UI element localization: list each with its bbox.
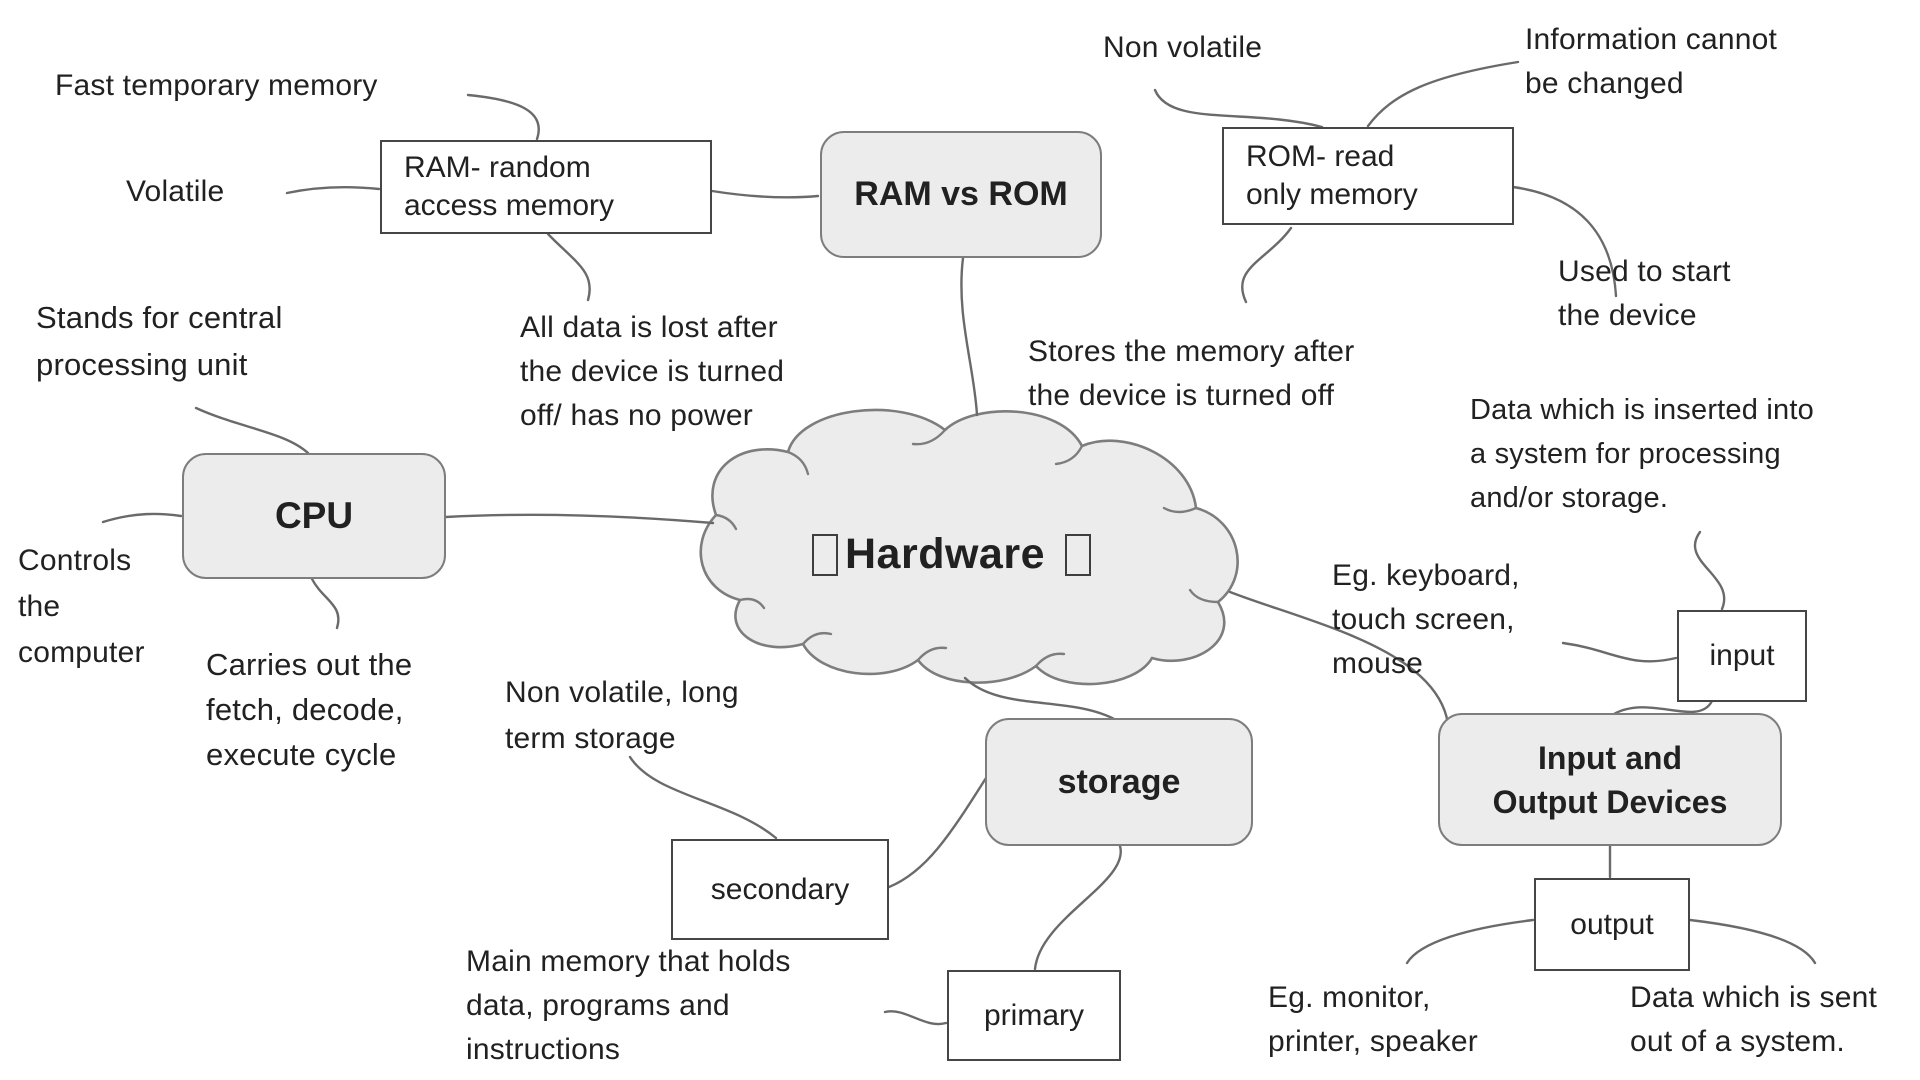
connector-secondary-to-storage (887, 776, 988, 889)
cloud-hook (911, 428, 947, 446)
connector-ram-to-ram-vs-rom (710, 189, 820, 199)
annotation-all-data-lost: All data is lost after the device is tur… (520, 311, 785, 432)
annotation-non-volatile-rom: Non volatile (1103, 31, 1263, 64)
annotation-eg-monitor: Eg. monitor, printer, speaker (1268, 981, 1478, 1058)
annotation-data-sent: Data which is sent out of a system. (1630, 981, 1878, 1058)
connector-output-to-data-sent (1688, 918, 1817, 965)
connector-cpu-to-carries-out (310, 577, 340, 630)
connector-info-cannot-to-rom (1366, 60, 1520, 128)
node-input-output-devices: Input and Output Devices (1438, 713, 1782, 846)
central-label-text: Hardware (845, 530, 1045, 578)
connector-storage-to-primary (1033, 844, 1122, 971)
annotation-carries-out-cycle: Carries out the fetch, decode, execute c… (206, 647, 413, 772)
node-cpu: CPU (182, 453, 446, 579)
connector-ram-to-all-data-lost (546, 232, 591, 302)
node-ram-vs-rom: RAM vs ROM (820, 131, 1102, 258)
central-hardware-label: Hardware (812, 530, 1091, 579)
annotation-non-volatile-storage: Non volatile, long term storage (505, 676, 739, 755)
annotation-controls-the-computer: Controls the computer (18, 544, 145, 669)
annotation-volatile: Volatile (126, 175, 225, 208)
connector-non-volatile-to-secondary (628, 755, 778, 840)
cloud-hook (801, 631, 833, 646)
connector-data-inserted-to-input (1693, 530, 1726, 611)
node-secondary: secondary (671, 839, 889, 940)
connector-controls-to-cpu (101, 512, 183, 524)
annotation-main-memory: Main memory that holds data, programs an… (466, 945, 791, 1066)
cloud-hook (1054, 444, 1084, 466)
cloud-hook (714, 513, 738, 531)
connector-cpu-to-cloud (444, 513, 715, 525)
node-ram: RAM- random access memory (380, 140, 712, 234)
annotation-stands-for-cpu: Stands for central processing unit (36, 300, 283, 382)
connector-rom-to-stores-memory (1241, 226, 1293, 304)
connector-input-to-io (1612, 699, 1714, 716)
cloud-hook (738, 597, 766, 610)
connector-eg-keyboard-to-input (1561, 641, 1678, 663)
cloud-hook (786, 450, 810, 476)
node-primary: primary (947, 970, 1121, 1061)
node-input: input (1677, 610, 1807, 702)
connector-non-volatile-to-rom (1153, 88, 1324, 129)
connector-volatile-to-ram (285, 185, 381, 195)
cloud-hook (1188, 588, 1220, 604)
annotation-data-inserted: Data which is inserted into a system for… (1470, 394, 1814, 514)
missing-glyph-icon (812, 533, 838, 576)
annotation-eg-keyboard: Eg. keyboard, touch screen, mouse (1332, 559, 1520, 680)
annotation-used-to-start: Used to start the device (1558, 255, 1731, 332)
connector-ram-vs-rom-to-cloud (960, 256, 979, 417)
node-storage: storage (985, 718, 1253, 846)
connector-rom-to-used-to-start (1511, 185, 1618, 298)
cloud-hook (1162, 506, 1198, 514)
connector-primary-to-main-memory (883, 1010, 948, 1026)
connector-stands-for-to-cpu (194, 406, 310, 455)
missing-glyph-icon (1064, 533, 1091, 576)
cloud-hook (916, 646, 948, 662)
connector-output-to-eg-monitor (1405, 918, 1535, 965)
node-output: output (1534, 878, 1690, 971)
annotation-information-cannot-be-changed: Information cannot be changed (1525, 23, 1778, 100)
node-rom: ROM- read only memory (1222, 127, 1514, 225)
connector-fast-temp-to-ram (466, 93, 540, 141)
connector-cloud-to-storage (963, 676, 1118, 722)
cloud-hook (1034, 652, 1066, 668)
annotation-stores-memory: Stores the memory after the device is tu… (1028, 335, 1355, 412)
annotation-fast-temporary-memory: Fast temporary memory (55, 69, 378, 102)
